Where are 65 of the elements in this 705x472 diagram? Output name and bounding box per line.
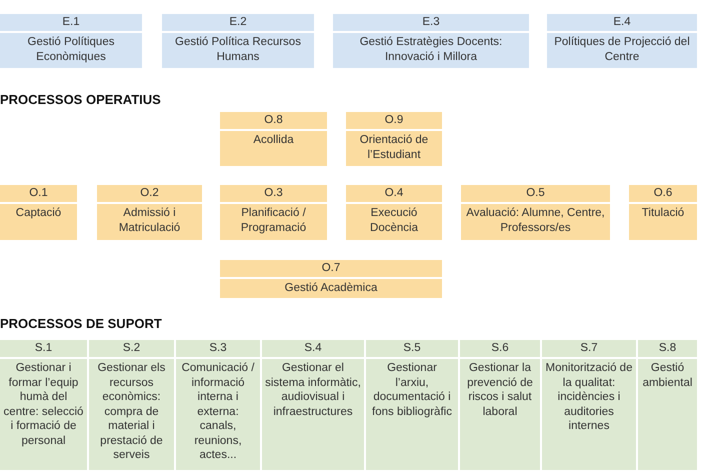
process-code: O.5 xyxy=(461,185,610,204)
process-box xyxy=(262,340,364,470)
process-code: O.8 xyxy=(220,112,327,131)
process-box xyxy=(638,340,697,470)
process-name: Gestionar l’arxiu, documentació i fons bibliogràfic xyxy=(371,361,453,420)
process-name: Acollida xyxy=(252,133,295,148)
section-heading: PROCESSOS OPERATIUS xyxy=(0,92,161,107)
process-box xyxy=(366,340,458,470)
process-name: Titulació xyxy=(640,206,686,221)
process-code: S.5 xyxy=(366,340,458,359)
process-box xyxy=(0,14,142,68)
process-name: Orientació de l’Estudiant xyxy=(358,133,430,162)
process-box xyxy=(162,14,314,68)
process-code: O.3 xyxy=(220,185,327,204)
process-name: Execució Docència xyxy=(369,206,419,236)
process-name: Planificació / Programació xyxy=(240,206,308,236)
process-code: E.1 xyxy=(0,14,142,33)
process-box xyxy=(333,14,529,68)
process-box xyxy=(220,112,327,166)
process-box xyxy=(0,340,87,470)
process-code: S.6 xyxy=(460,340,540,359)
process-name: Captació xyxy=(14,206,62,221)
process-box xyxy=(547,14,697,68)
process-name: Gestió ambiental xyxy=(642,361,694,390)
process-box xyxy=(629,185,697,240)
process-name: Gestió Política Recursos Humans xyxy=(174,35,302,64)
process-name: Comunicació / informació interna i externa: canals, reunions, actes... xyxy=(180,361,256,463)
process-code: O.6 xyxy=(629,185,697,204)
process-code: S.4 xyxy=(262,340,364,359)
process-code: E.4 xyxy=(547,14,697,33)
process-code: O.9 xyxy=(346,112,442,131)
process-code: O.2 xyxy=(97,185,202,204)
process-code: S.2 xyxy=(89,340,174,359)
process-box xyxy=(220,185,327,240)
process-name: Gestió Polítiques Econòmiques xyxy=(26,35,116,64)
process-box xyxy=(176,340,260,470)
process-code: S.1 xyxy=(0,340,87,359)
process-box xyxy=(346,112,442,166)
process-name: Gestionar la prevenció de riscos i salut laboral xyxy=(466,361,534,420)
process-code: O.7 xyxy=(220,260,442,279)
process-box xyxy=(461,185,610,240)
process-code: S.8 xyxy=(638,340,697,359)
process-code: E.2 xyxy=(162,14,314,33)
process-box xyxy=(220,260,442,298)
process-code: O.4 xyxy=(346,185,442,204)
process-name: Gestionar el sistema informàtic, audiovisual i infraestructures xyxy=(264,361,362,420)
process-box xyxy=(460,340,540,470)
process-box xyxy=(542,340,636,470)
process-name: Gestió Estratègies Docents: Innovació i Millora xyxy=(358,35,504,64)
process-box xyxy=(0,185,77,240)
process-name: Gestionar els recursos econòmics: compra de material i prestació de serveis xyxy=(96,361,166,463)
process-name: Avaluació: Alumne, Centre, Professors/es xyxy=(465,206,606,236)
process-name: Admissió i Matriculació xyxy=(118,206,182,236)
process-name: Polítiques de Projecció del Centre xyxy=(553,35,691,64)
process-box xyxy=(97,185,202,240)
section-heading: PROCESSOS DE SUPORT xyxy=(0,316,162,331)
process-code: S.3 xyxy=(176,340,260,359)
process-name: Gestió Acadèmica xyxy=(284,281,378,296)
process-box xyxy=(346,185,442,240)
process-name: Monitorització de la qualitat: incidències i auditories internes xyxy=(544,361,634,434)
process-name: Gestionar i formar l’equip humà del centre: selecció i formació de personal xyxy=(2,361,84,448)
process-box xyxy=(89,340,174,470)
process-code: S.7 xyxy=(542,340,636,359)
process-code: O.1 xyxy=(0,185,77,204)
process-code: E.3 xyxy=(333,14,529,33)
